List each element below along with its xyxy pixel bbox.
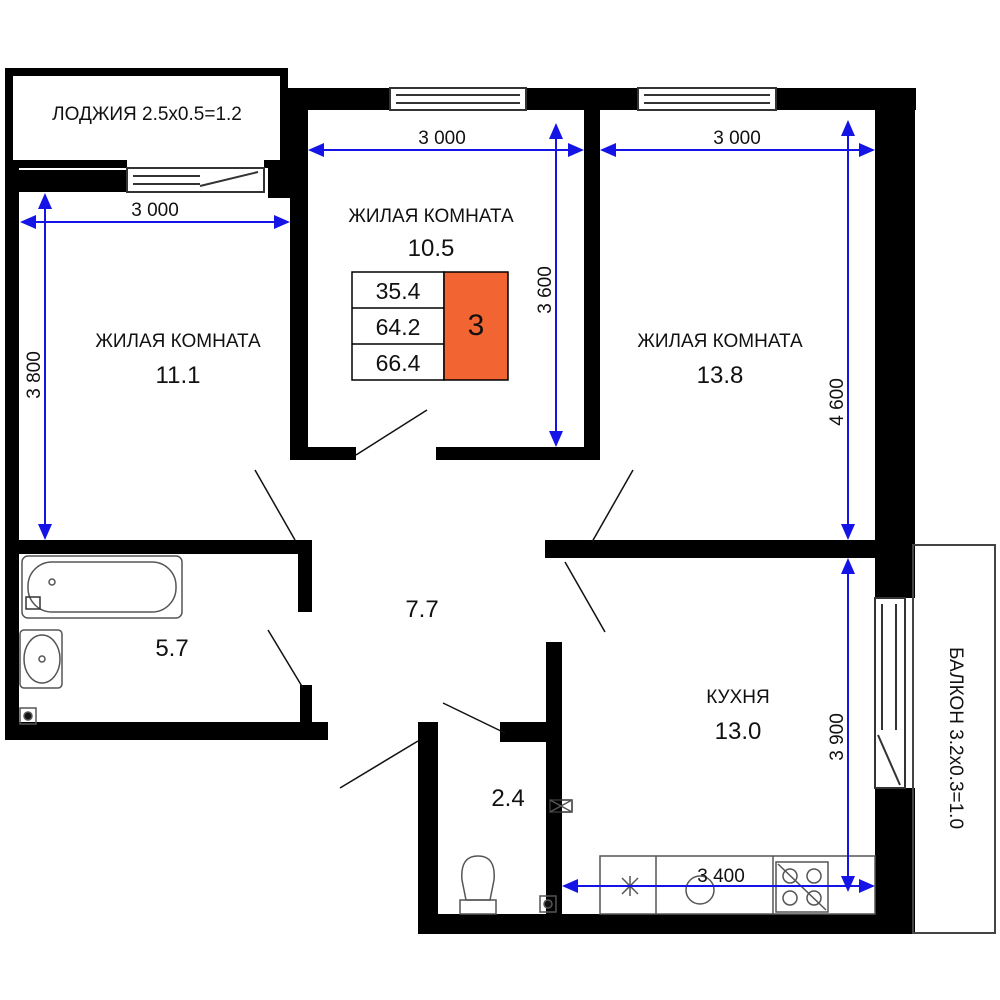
bathtub-icon — [21, 555, 183, 619]
dim-left-width: 3 000 — [131, 200, 179, 221]
door-swing-icon — [339, 740, 419, 789]
door-swing-icon — [355, 409, 428, 456]
room-area-kitchen: 13.0 — [715, 718, 762, 745]
room-area-hall: 7.7 — [405, 596, 438, 623]
room-area-living-left: 11.1 — [156, 362, 201, 389]
room-name-living-center: ЖИЛАЯ КОМНАТА — [348, 206, 514, 227]
toilet-icon — [459, 855, 497, 915]
room-area-living-center: 10.5 — [408, 235, 455, 262]
radiator-icon — [19, 707, 37, 725]
washbasin-icon — [19, 629, 63, 689]
room-labels: ЛОДЖИЯ 2.5х0.5=1.2 БАЛКОН 3.2х0.3=1.0 ЖИ… — [52, 104, 966, 829]
door-swing-icon — [564, 561, 606, 633]
total-area-value: 64.2 — [376, 314, 421, 340]
room-name-kitchen: КУХНЯ — [706, 687, 769, 708]
door-swings — [254, 409, 634, 789]
radiator-icon — [539, 895, 557, 913]
room-name-living-right: ЖИЛАЯ КОМНАТА — [637, 331, 803, 352]
dimension-labels: 3 000 3 800 3 000 3 600 3 000 4 600 3 90… — [24, 126, 848, 887]
room-count-value: 3 — [468, 309, 485, 342]
dimension-lines — [20, 120, 875, 893]
door-swing-icon — [591, 469, 634, 543]
door-swing-icon — [254, 469, 296, 541]
door-swing-icon — [442, 702, 506, 734]
windows — [126, 87, 906, 789]
dim-center-width: 3 000 — [418, 128, 466, 149]
living-area-value: 35.4 — [376, 278, 421, 304]
room-area-wc: 2.4 — [491, 785, 524, 812]
walls — [5, 68, 916, 934]
dim-left-height: 3 800 — [24, 351, 45, 399]
window-icon — [126, 167, 265, 193]
dim-kitchen-height: 3 900 — [827, 713, 848, 761]
dim-kitchen-width: 3 400 — [697, 866, 745, 887]
door-swing-icon — [267, 629, 304, 689]
room-name-living-left: ЖИЛАЯ КОМНАТА — [95, 331, 261, 352]
room-area-bathroom: 5.7 — [155, 635, 188, 662]
radiator-icon — [549, 799, 573, 813]
window-icon — [874, 597, 906, 789]
room-count-badge — [443, 271, 509, 381]
dim-center-height: 3 600 — [535, 266, 556, 314]
area-summary-table: 35.4 64.2 66.4 3 — [351, 271, 509, 381]
loggia-label: ЛОДЖИЯ 2.5х0.5=1.2 — [52, 104, 242, 125]
window-icon — [389, 87, 527, 111]
dim-right-height: 4 600 — [827, 378, 848, 426]
balcony-label: БАЛКОН 3.2х0.3=1.0 — [945, 647, 966, 829]
total-with-balconies-value: 66.4 — [376, 350, 421, 376]
sink-icon — [685, 875, 715, 905]
dim-right-width: 3 000 — [713, 128, 761, 149]
balcony-outline — [912, 544, 996, 934]
loggia-area — [13, 76, 280, 160]
room-area-living-right: 13.8 — [697, 362, 744, 389]
window-icon — [637, 87, 777, 111]
